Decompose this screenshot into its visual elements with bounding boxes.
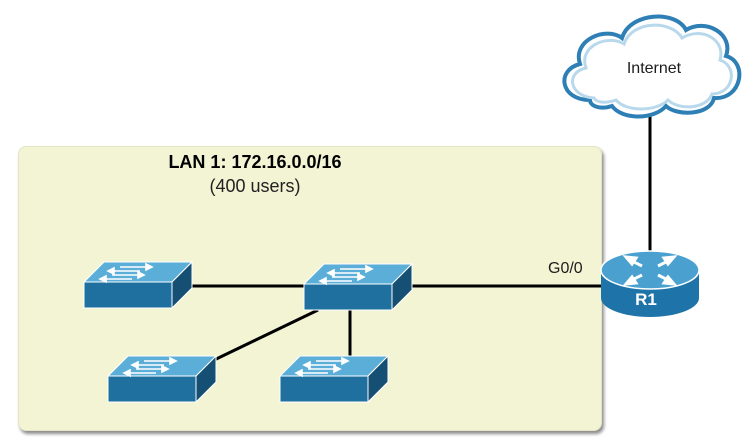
cloud-label: Internet <box>626 60 682 77</box>
router-interface-label: G0/0 <box>548 260 583 277</box>
switch-icon <box>303 263 413 311</box>
router-label: R1 <box>635 290 657 309</box>
switch-icon <box>83 261 193 309</box>
switch-icon <box>107 355 217 403</box>
link-switch-switch-lower-left <box>209 308 319 364</box>
router-icon <box>600 250 700 317</box>
switch-icon <box>279 355 389 403</box>
lan-subtitle: (400 users) <box>209 176 301 196</box>
lan-title: LAN 1: 172.16.0.0/16 <box>168 152 342 172</box>
links <box>190 108 652 364</box>
cloud-icon <box>562 14 742 119</box>
